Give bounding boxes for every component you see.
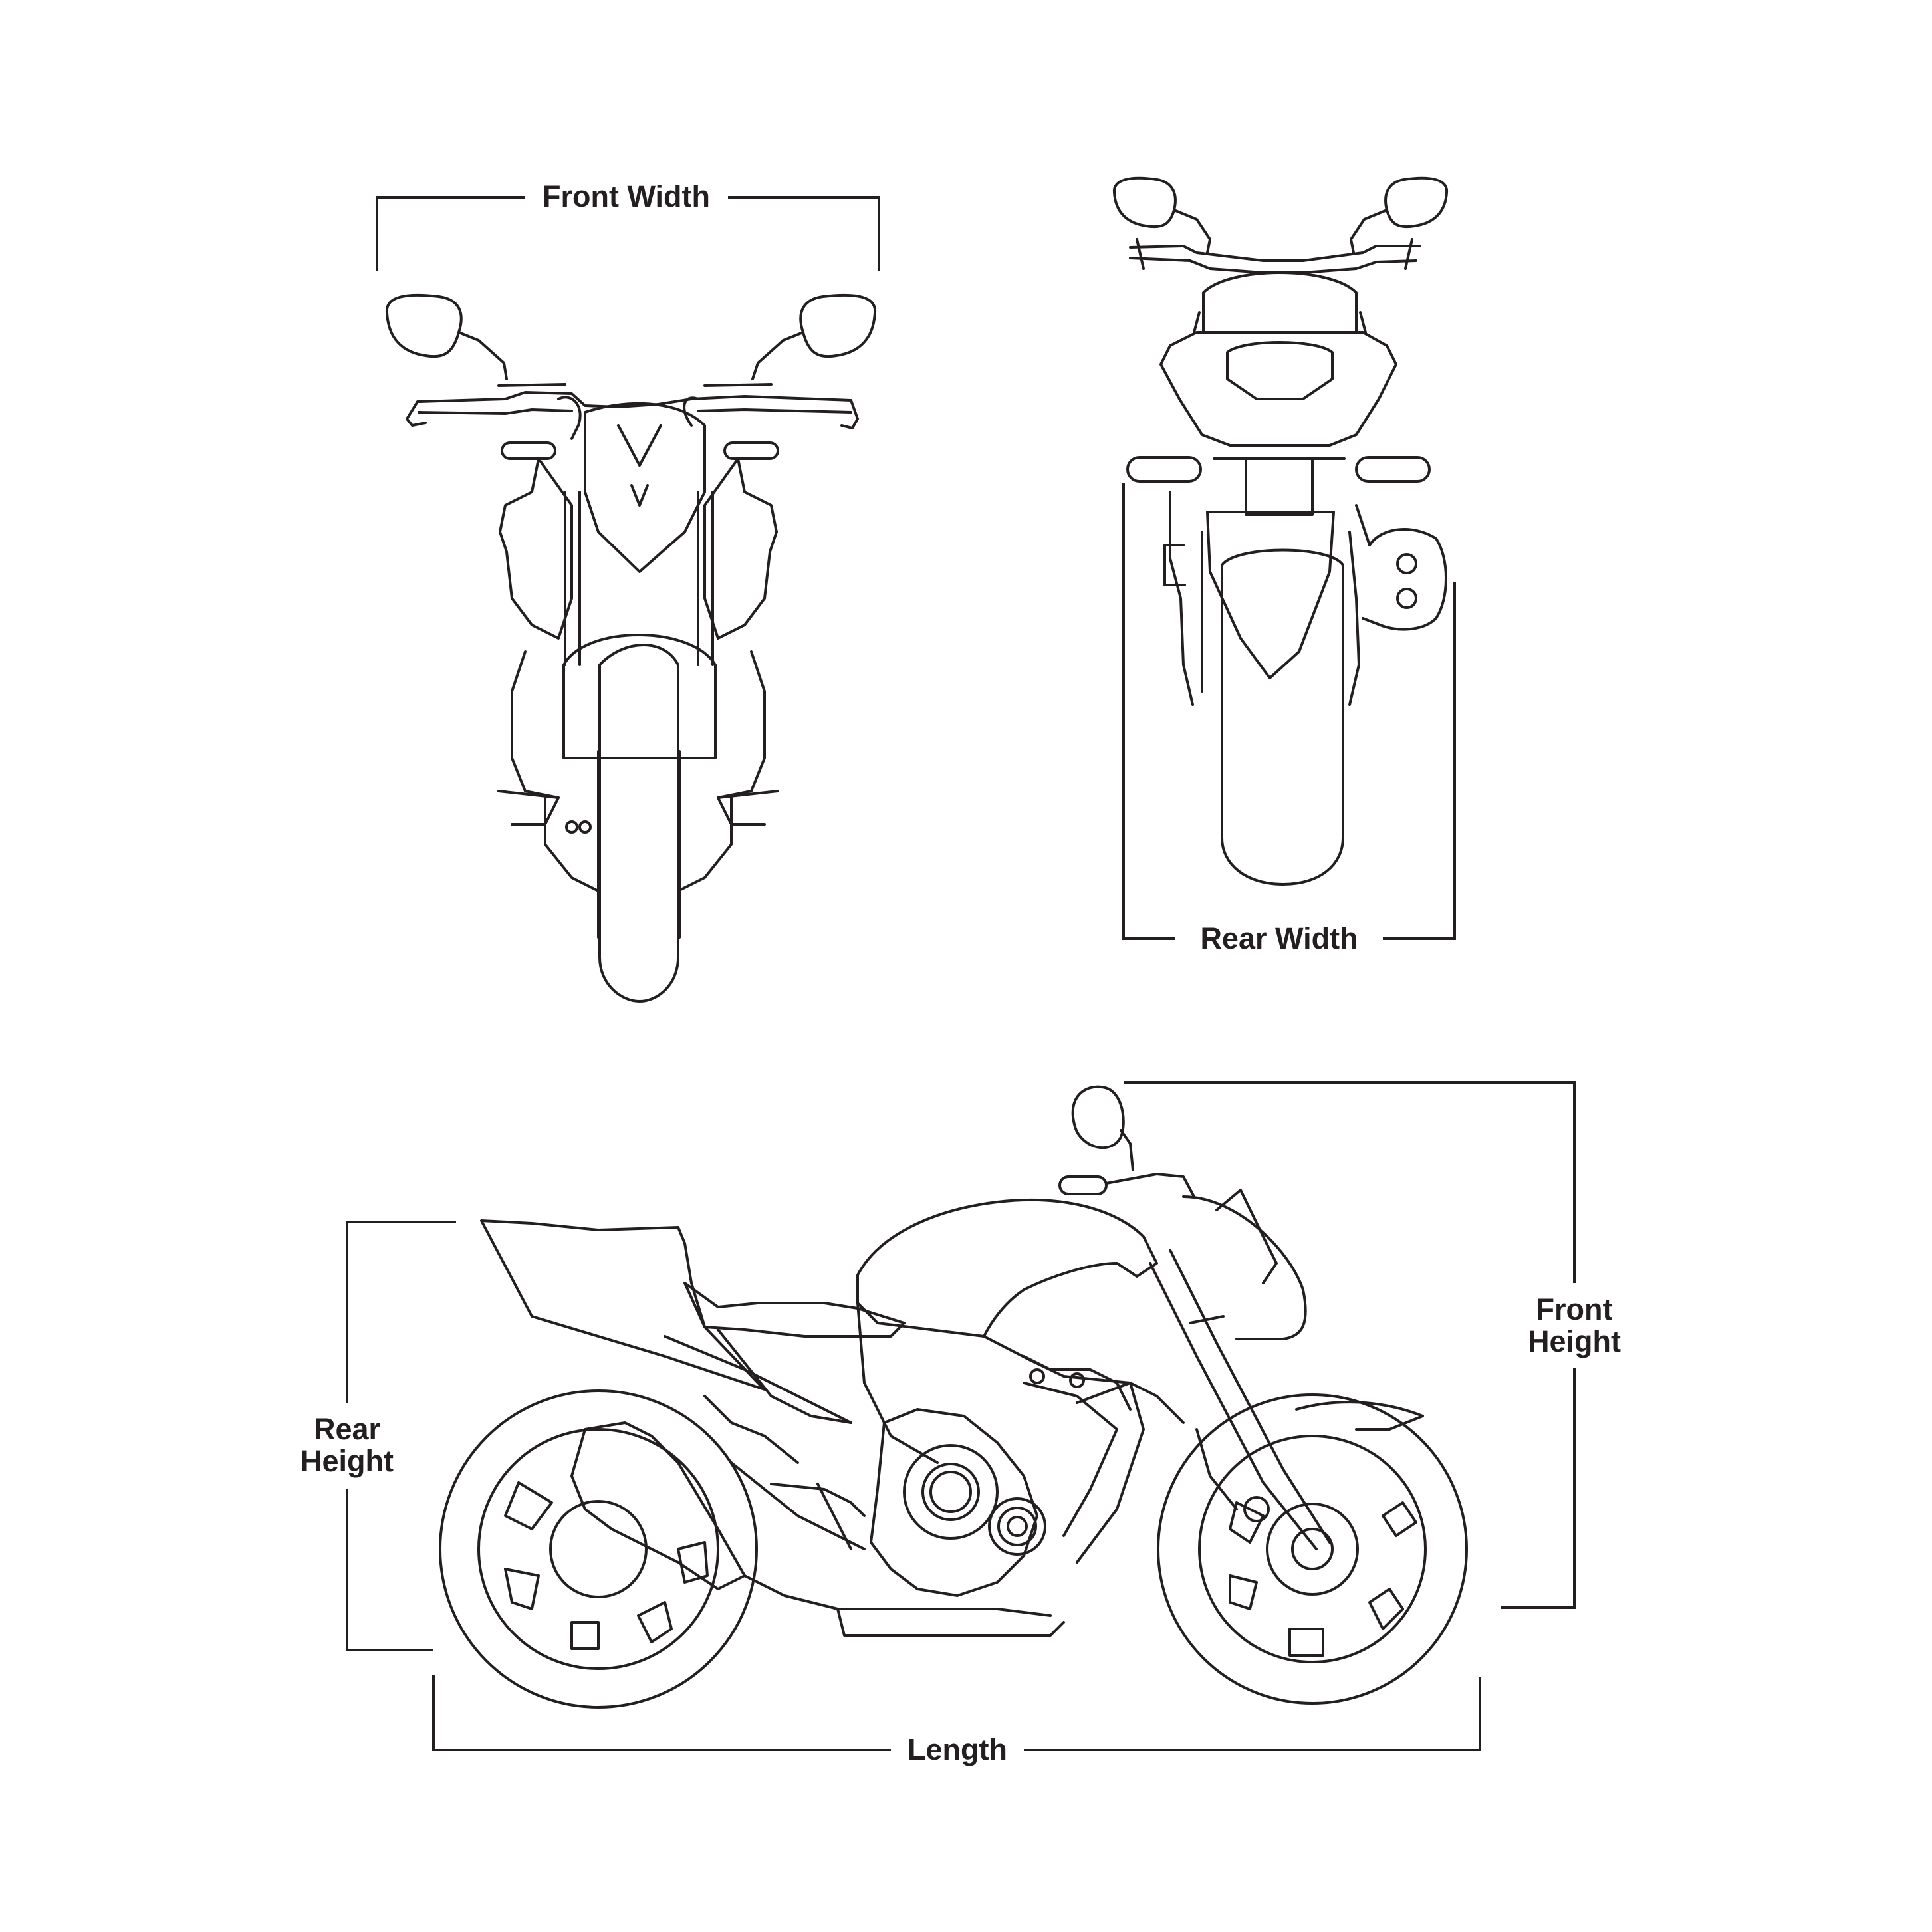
rear-view-motorcycle [1112,176,1449,886]
front-tire [598,644,679,1003]
front-height-text-line2: Height [1528,1324,1621,1358]
rear-height-bracket [346,1221,456,1651]
side-exhaust [570,1421,746,1590]
front-wheel-tire [1157,1393,1468,1705]
rear-tire [1221,548,1344,886]
rear-height-text-line2: Height [301,1444,394,1478]
front-view-motorcycle [385,293,877,1003]
front-height-text-line1: Front [1536,1292,1613,1326]
side-view-motorcycle [439,1085,1468,1709]
length-bracket [432,1675,1481,1751]
front-fork [1149,1262,1318,1550]
front-width-label: Front Width [527,181,726,213]
side-mirror [1071,1085,1125,1149]
front-left-mirror [385,293,463,358]
rear-wheel-hub [549,1500,648,1598]
side-front-fender [1295,1401,1424,1431]
side-headlight-cowl [1215,1189,1278,1284]
rear-height-text-line1: Rear [313,1412,381,1446]
front-width-text: Front Width [542,180,710,213]
front-fender [562,634,717,759]
rear-right-mirror [1384,176,1449,229]
engine-alternator [988,1497,1046,1556]
rear-width-bracket [1122,483,1456,940]
rear-width-text: Rear Width [1200,921,1358,955]
rear-width-label: Rear Width [1177,923,1382,955]
length-text: Length [907,1733,1007,1766]
front-right-mirror [799,293,877,358]
rear-wheel-tire [439,1389,758,1709]
tail-light [1226,341,1334,400]
rear-fender [1206,511,1335,679]
fuel-tank [856,1198,1158,1338]
front-wheel-hub [1266,1503,1359,1596]
front-height-label: Front Height [1508,1294,1641,1358]
engine-case [870,1408,1038,1597]
tail-section [480,1219,766,1391]
front-height-bracket [1124,1081,1576,1609]
front-width-bracket [376,196,880,271]
front-headlight [584,402,706,573]
rear-left-mirror [1112,176,1177,229]
engine-clutch-cover [903,1444,999,1540]
length-label: Length [892,1734,1023,1766]
rear-exhaust [1362,528,1447,631]
rear-height-label: Rear Height [281,1413,414,1477]
seat [683,1282,906,1338]
